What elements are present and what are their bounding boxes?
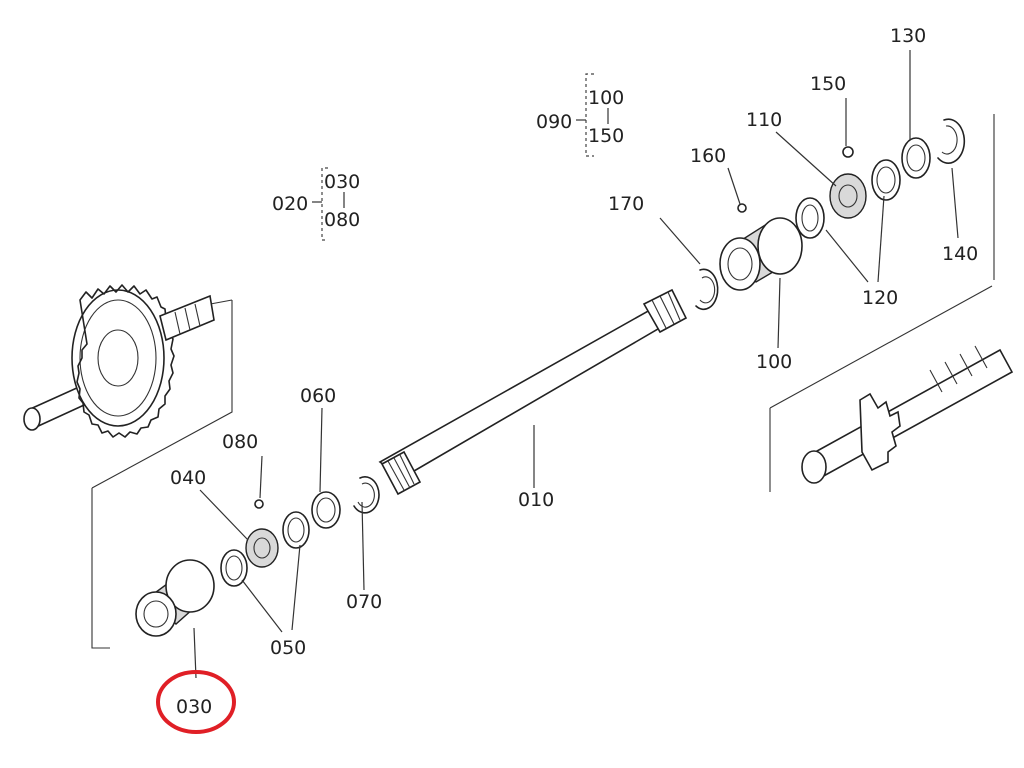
label-020-range-bottom: 080 — [324, 209, 360, 231]
left-gear-shaft — [23, 284, 233, 649]
label-030: 030 — [176, 696, 212, 718]
group-bracket-090 — [576, 73, 609, 157]
label-110: 110 — [746, 109, 782, 131]
label-170: 170 — [608, 193, 644, 215]
label-070: 070 — [346, 591, 382, 613]
label-050: 050 — [270, 637, 306, 659]
highlight-circle-030 — [156, 670, 236, 734]
label-100: 100 — [756, 351, 792, 373]
label-150: 150 — [810, 73, 846, 95]
label-090: 090 — [536, 111, 572, 133]
right-pinion-shaft — [769, 114, 1014, 492]
label-040: 040 — [170, 467, 206, 489]
label-010: 010 — [518, 489, 554, 511]
part-030-sleeve — [135, 559, 215, 679]
label-080: 080 — [222, 431, 258, 453]
label-120: 120 — [862, 287, 898, 309]
label-020: 020 — [272, 193, 308, 215]
parts-040-080 — [199, 407, 380, 633]
label-090-range-bottom: 150 — [588, 125, 624, 147]
parts-110-150 — [775, 50, 966, 283]
label-140: 140 — [942, 243, 978, 265]
part-010-shaft — [378, 288, 688, 496]
label-130: 130 — [890, 25, 926, 47]
label-020-range-top: 030 — [324, 171, 360, 193]
group-bracket-020 — [312, 167, 345, 241]
label-090-range-top: 100 — [588, 87, 624, 109]
label-160: 160 — [690, 145, 726, 167]
label-060: 060 — [300, 385, 336, 407]
parts-100-170 — [659, 167, 803, 349]
